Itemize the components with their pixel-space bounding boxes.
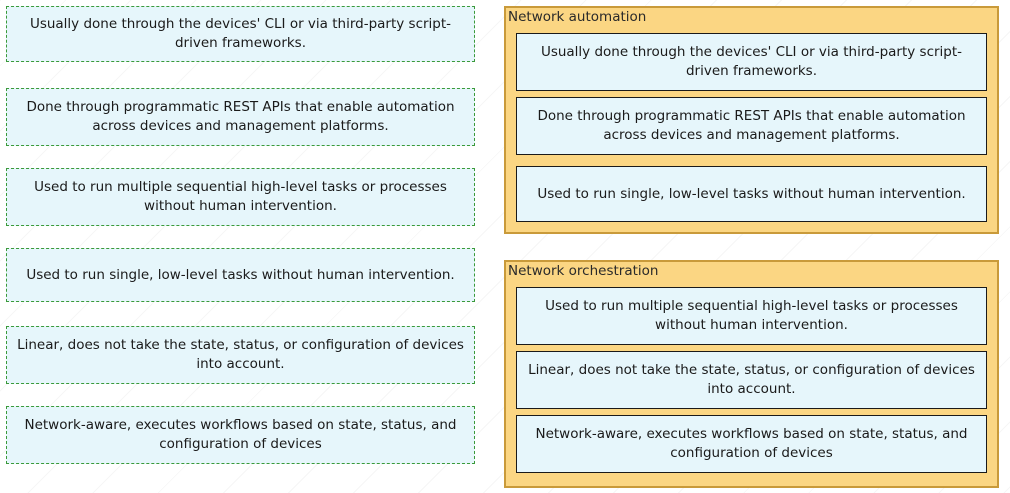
- option-linear-not-state-aware[interactable]: Linear, does not take the state, status,…: [6, 326, 475, 384]
- option-rest-apis[interactable]: Done through programmatic REST APIs that…: [6, 88, 475, 146]
- option-multiple-sequential-tasks[interactable]: Used to run multiple sequential high-lev…: [6, 168, 475, 226]
- placed-item[interactable]: Used to run multiple sequential high-lev…: [516, 287, 987, 345]
- option-cli-scripts[interactable]: Usually done through the devices' CLI or…: [6, 6, 475, 62]
- option-single-low-level-tasks[interactable]: Used to run single, low-level tasks with…: [6, 248, 475, 302]
- placed-item[interactable]: Done through programmatic REST APIs that…: [516, 97, 987, 155]
- drop-zone-network-orchestration[interactable]: Network orchestration Used to run multip…: [504, 260, 999, 488]
- placed-item[interactable]: Usually done through the devices' CLI or…: [516, 33, 987, 91]
- placed-item[interactable]: Network-aware, executes workflows based …: [516, 415, 987, 473]
- drop-zone-title: Network automation: [508, 9, 647, 25]
- placed-item[interactable]: Used to run single, low-level tasks with…: [516, 166, 987, 222]
- drop-zone-title: Network orchestration: [508, 263, 659, 279]
- drop-zone-network-automation[interactable]: Network automation Usually done through …: [504, 6, 999, 234]
- option-network-aware-workflows[interactable]: Network-aware, executes workflows based …: [6, 406, 475, 464]
- placed-item[interactable]: Linear, does not take the state, status,…: [516, 351, 987, 409]
